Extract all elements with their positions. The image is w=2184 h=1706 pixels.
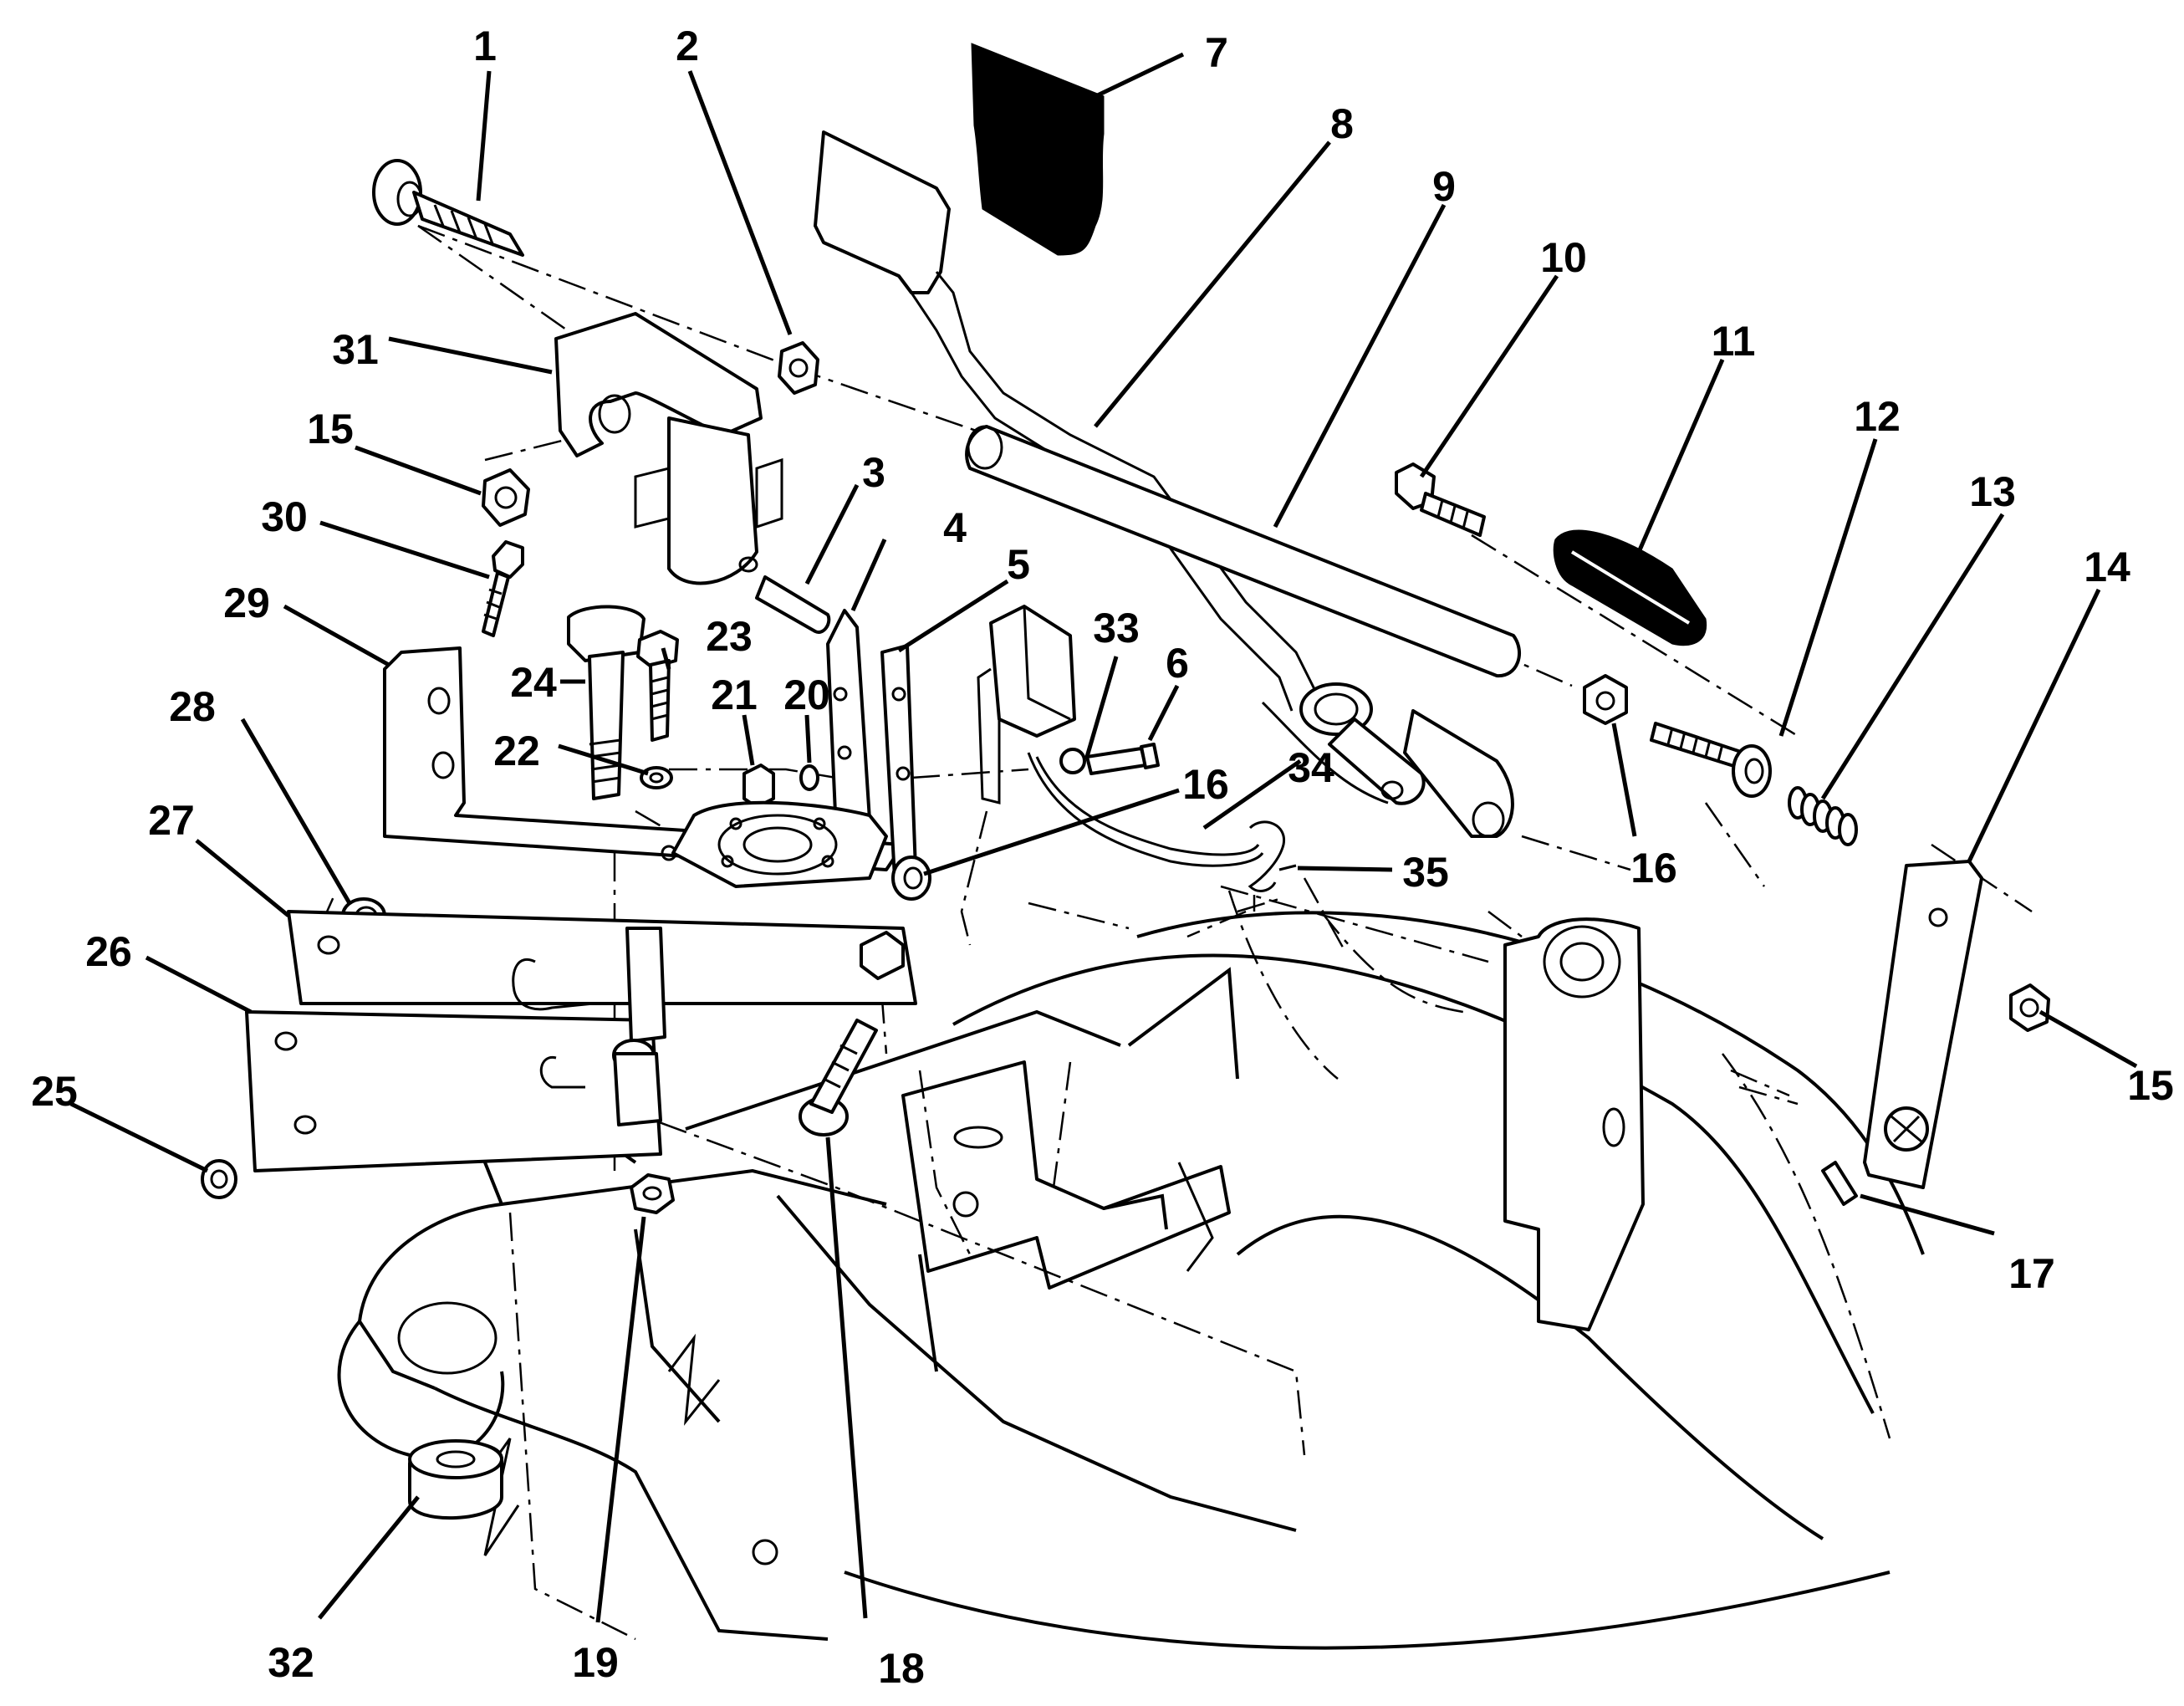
callout-8: 8 — [1330, 100, 1354, 147]
tractor-frame — [337, 810, 1925, 1650]
callout-23: 23 — [706, 613, 753, 660]
callout-24: 24 — [510, 659, 557, 706]
callout-27: 27 — [148, 797, 195, 844]
clevis-bolt — [1059, 743, 1160, 775]
callout-32: 32 — [268, 1639, 314, 1686]
callout-16-center: 16 — [1182, 761, 1229, 808]
callout-4: 4 — [943, 504, 967, 551]
callout-28: 28 — [169, 683, 216, 730]
callout-labels: 1 2 3 4 5 6 7 8 9 10 11 12 13 14 15 15 1… — [31, 23, 2174, 1692]
leader-lines — [69, 52, 2138, 1623]
plate-bracket — [826, 609, 871, 838]
assembly-lines — [299, 224, 2033, 1171]
hex-bolt — [482, 540, 524, 637]
callout-19: 19 — [572, 1639, 619, 1686]
adjusting-bolt — [1650, 722, 1772, 798]
callout-12: 12 — [1854, 393, 1901, 440]
lock-washer — [640, 766, 673, 789]
callout-30: 30 — [261, 493, 308, 540]
flange-nut — [201, 1159, 237, 1199]
callout-5: 5 — [1007, 541, 1030, 588]
callout-7: 7 — [1205, 29, 1228, 76]
pedal-shaft — [965, 425, 1522, 678]
short-bolt — [636, 630, 679, 742]
callout-15-left: 15 — [307, 406, 354, 452]
bushing — [891, 856, 931, 901]
carriage-bolt — [799, 1019, 878, 1136]
callout-25: 25 — [31, 1068, 78, 1115]
spring-rod — [1027, 752, 1264, 867]
callout-17: 17 — [2008, 1250, 2055, 1297]
roll-pin — [1821, 1161, 1858, 1206]
cap-screw — [1395, 462, 1486, 537]
callout-18: 18 — [878, 1645, 925, 1692]
pivot-bracket — [554, 312, 783, 585]
link-plate-upper — [287, 910, 917, 1011]
rubber-pad — [1553, 529, 1707, 646]
shoulder-bolt — [372, 159, 524, 257]
callout-11: 11 — [1712, 318, 1756, 365]
lever-plate — [1863, 860, 1983, 1189]
callout-31: 31 — [332, 326, 379, 373]
callout-29: 29 — [223, 580, 270, 626]
hex-lock-nut — [2009, 983, 2050, 1032]
callout-22: 22 — [493, 728, 540, 774]
callout-6: 6 — [1166, 640, 1189, 687]
base-plate — [671, 800, 888, 888]
callout-3: 3 — [862, 449, 885, 496]
callout-34: 34 — [1288, 744, 1334, 791]
callout-16-right: 16 — [1630, 845, 1677, 891]
callout-9: 9 — [1432, 163, 1456, 210]
callout-20: 20 — [783, 672, 830, 718]
clevis-link — [612, 927, 666, 1126]
link-plate-lower — [245, 1010, 662, 1172]
pedal-pad — [971, 43, 1105, 256]
callout-33: 33 — [1093, 605, 1140, 651]
callout-21: 21 — [711, 672, 758, 718]
callout-26: 26 — [85, 928, 132, 975]
small-nut — [742, 764, 775, 809]
callout-13: 13 — [1969, 468, 2016, 515]
lock-nut — [482, 468, 530, 527]
compression-spring — [1788, 786, 1858, 846]
small-washer — [799, 764, 819, 791]
clevis-bracket — [977, 605, 1076, 804]
nut — [778, 341, 819, 395]
callout-14: 14 — [2084, 544, 2130, 590]
hex-nut — [630, 1173, 675, 1214]
pin — [755, 575, 831, 634]
callout-10: 10 — [1540, 234, 1587, 281]
roller-bushing — [408, 1439, 503, 1520]
callout-15-right: 15 — [2127, 1062, 2174, 1109]
jam-nut — [1583, 674, 1628, 725]
callout-2: 2 — [676, 23, 699, 69]
shaft-hub — [1299, 682, 1514, 838]
retaining-clip — [1248, 820, 1297, 892]
callout-1: 1 — [473, 23, 497, 69]
callout-35: 35 — [1402, 849, 1449, 896]
